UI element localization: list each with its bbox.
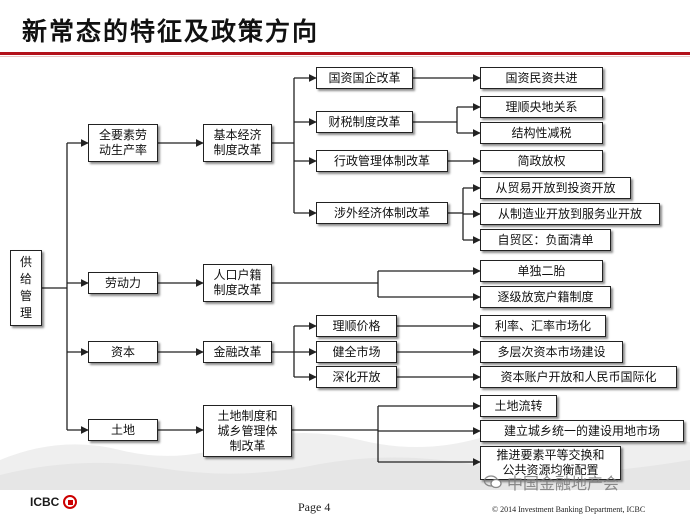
node-basic-economic-reform: 基本经济 制度改革 [203, 124, 272, 162]
node-trade-to-investment-opening: 从贸易开放到投资开放 [480, 177, 631, 199]
node-admin-system-reform: 行政管理体制改革 [316, 150, 448, 172]
node-improve-market: 健全市场 [316, 341, 397, 363]
node-equal-factor-exchange: 推进要素平等交换和 公共资源均衡配置 [480, 446, 621, 480]
node-land-system-reform: 土地制度和 城乡管理体 制改革 [203, 405, 292, 457]
node-relax-household-registration: 逐级放宽户籍制度 [480, 286, 611, 308]
copyright-text: © 2014 Investment Banking Department, IC… [492, 505, 646, 514]
node-total-factor-productivity: 全要素劳 动生产率 [88, 124, 158, 162]
title-divider [0, 52, 690, 55]
node-soe-reform: 国资国企改革 [316, 67, 413, 89]
node-rationalize-prices: 理顺价格 [316, 315, 397, 337]
watermark-text: 中国金融地产会 [507, 474, 620, 493]
node-manufacturing-to-service-opening: 从制造业开放到服务业开放 [480, 203, 660, 225]
icbc-logo-icon [63, 495, 78, 509]
title-divider-shadow [0, 56, 690, 57]
node-fiscal-tax-reform: 财税制度改革 [316, 111, 413, 133]
node-foreign-economic-reform: 涉外经济体制改革 [316, 202, 448, 224]
watermark: 中国金融地产会 [484, 470, 619, 494]
node-streamline-administration: 简政放权 [480, 150, 603, 172]
node-rate-marketization: 利率、汇率市场化 [480, 315, 606, 337]
node-land: 土地 [88, 419, 158, 441]
node-structural-tax-cut: 结构性减税 [480, 122, 603, 144]
page-number: Page 4 [298, 500, 331, 514]
node-labor: 劳动力 [88, 272, 158, 294]
brand-name: ICBC [30, 495, 60, 509]
node-state-private-advance: 国资民资共进 [480, 67, 603, 89]
node-multi-tier-capital-market: 多层次资本市场建设 [480, 341, 623, 363]
node-capital: 资本 [88, 341, 158, 363]
node-deepen-opening: 深化开放 [316, 366, 397, 388]
node-ftz-negative-list: 自贸区：负面清单 [480, 229, 611, 251]
node-financial-reform: 金融改革 [203, 341, 272, 363]
node-capital-account-rmb-internationalization: 资本账户开放和人民币国际化 [480, 366, 677, 388]
node-land-transfer: 土地流转 [480, 395, 557, 417]
node-household-registration-reform: 人口户籍 制度改革 [203, 264, 272, 302]
footer-logo: ICBC [30, 495, 78, 509]
node-second-child-policy: 单独二胎 [480, 260, 603, 282]
node-central-local-relations: 理顺央地关系 [480, 96, 603, 118]
node-unified-construction-land-market: 建立城乡统一的建设用地市场 [480, 420, 684, 442]
node-supply-management: 供 给 管 理 [10, 250, 42, 326]
page-title: 新常态的特征及政策方向 [22, 17, 320, 46]
wechat-icon [484, 475, 502, 489]
